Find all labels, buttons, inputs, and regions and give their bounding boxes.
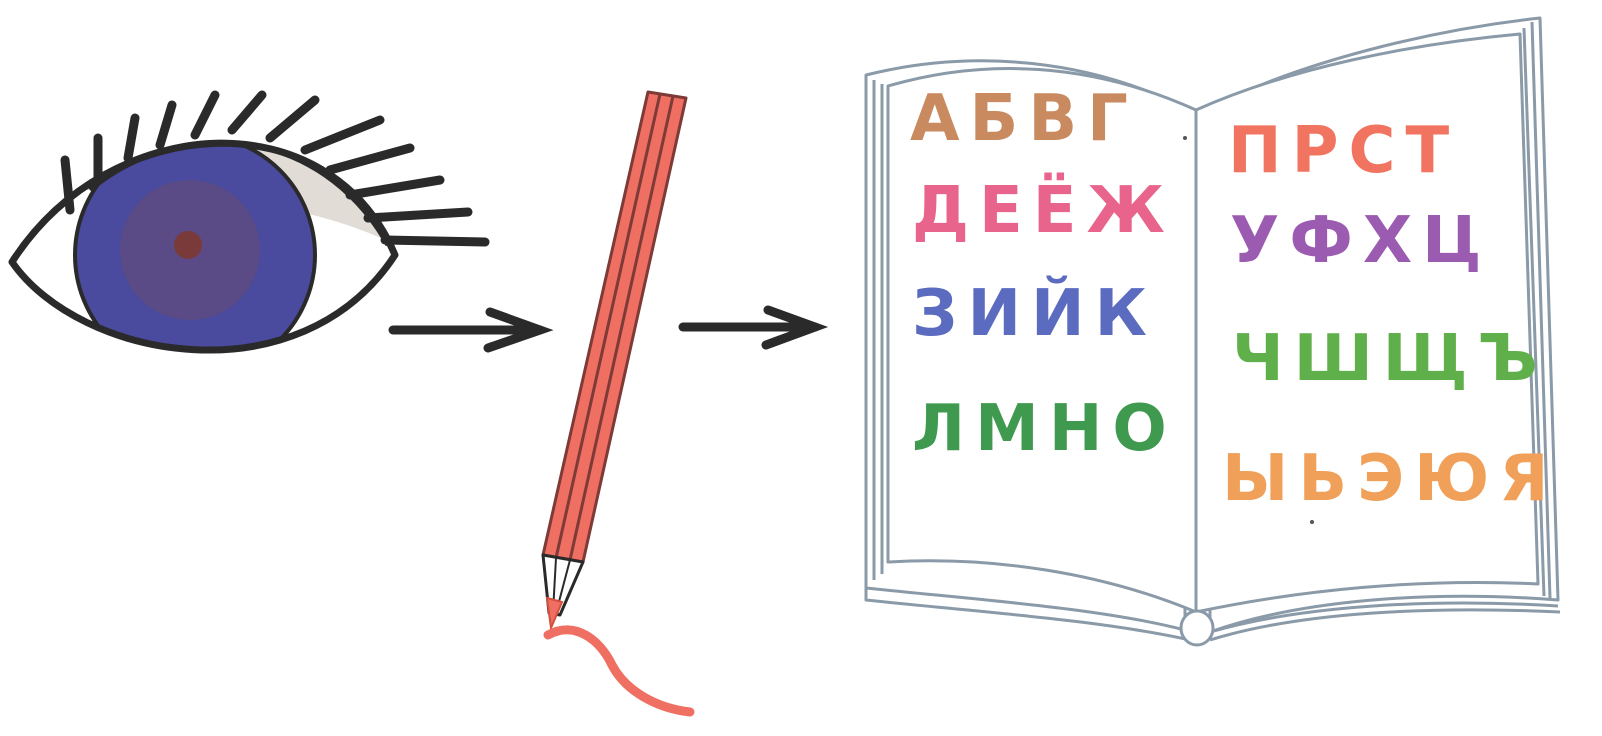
pencil-body bbox=[543, 92, 686, 562]
paper-speck bbox=[1183, 136, 1187, 140]
pencil-stroke bbox=[548, 630, 690, 712]
right-letter-row: ПРСТ bbox=[1228, 114, 1459, 188]
left-letter-row: ДЕЁЖ bbox=[912, 172, 1175, 248]
pencil-stripe bbox=[556, 94, 660, 558]
pencil-stripe bbox=[570, 96, 673, 560]
right-letter-row: ЫЬЭЮЯ bbox=[1222, 442, 1558, 516]
pupil bbox=[174, 231, 202, 259]
book-spine bbox=[1181, 611, 1213, 645]
left-letter-row: ЛМНО bbox=[912, 392, 1177, 466]
eye-icon bbox=[0, 0, 485, 420]
left-letter-row: ЗИЙК bbox=[912, 275, 1157, 351]
pencil-icon bbox=[543, 92, 690, 712]
left-letter-row: АБВГ bbox=[910, 82, 1138, 156]
right-letter-row: УФХЦ bbox=[1230, 204, 1492, 278]
paper-speck bbox=[1310, 520, 1314, 524]
arrow-right-icon bbox=[683, 310, 815, 345]
right-letter-row: ЧШЩЪ bbox=[1232, 322, 1548, 396]
